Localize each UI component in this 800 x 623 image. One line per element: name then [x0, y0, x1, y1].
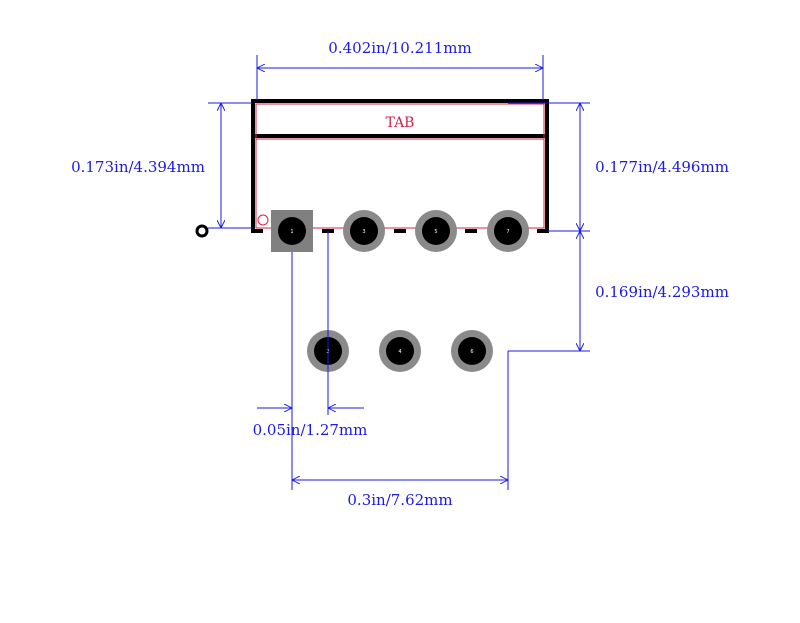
origin-marker [195, 224, 209, 238]
pad-1-number: 1 [290, 229, 293, 235]
pad-5: 5 [415, 210, 457, 252]
pad-7-drill [494, 217, 522, 245]
width-label: 0.402in/10.211mm [328, 39, 471, 57]
courtyard-outline [255, 103, 545, 229]
row-offset-label: 0.169in/4.293mm [595, 283, 729, 301]
pad-7-number: 7 [506, 229, 509, 235]
pad-4-number: 4 [398, 349, 401, 355]
pad-1: 1 [271, 210, 313, 252]
courtyard-rect [255, 103, 545, 229]
pad-3-number: 3 [362, 229, 365, 235]
dimension-lines [208, 55, 590, 490]
pad-5-number: 5 [434, 229, 437, 235]
tab-label: TAB [386, 115, 415, 131]
pad-6-number: 6 [470, 349, 473, 355]
pad-7: 7 [487, 210, 529, 252]
pitch-label: 0.05in/1.27mm [253, 421, 368, 439]
pad-6-drill [458, 337, 486, 365]
pad-3: 3 [343, 210, 385, 252]
pad-3-drill [350, 217, 378, 245]
pads: 1 2 3 4 5 6 7 [271, 210, 529, 372]
silkscreen-outline [251, 99, 549, 233]
pad-1-drill [278, 217, 306, 245]
pad-4-drill [386, 337, 414, 365]
pad-5-drill [422, 217, 450, 245]
span-label: 0.3in/7.62mm [347, 491, 452, 509]
pin1-indicator [257, 214, 269, 226]
body-height-label: 0.177in/4.496mm [595, 158, 729, 176]
pad-4: 4 [379, 330, 421, 372]
pad-6: 6 [451, 330, 493, 372]
tab-height-label: 0.173in/4.394mm [71, 158, 205, 176]
